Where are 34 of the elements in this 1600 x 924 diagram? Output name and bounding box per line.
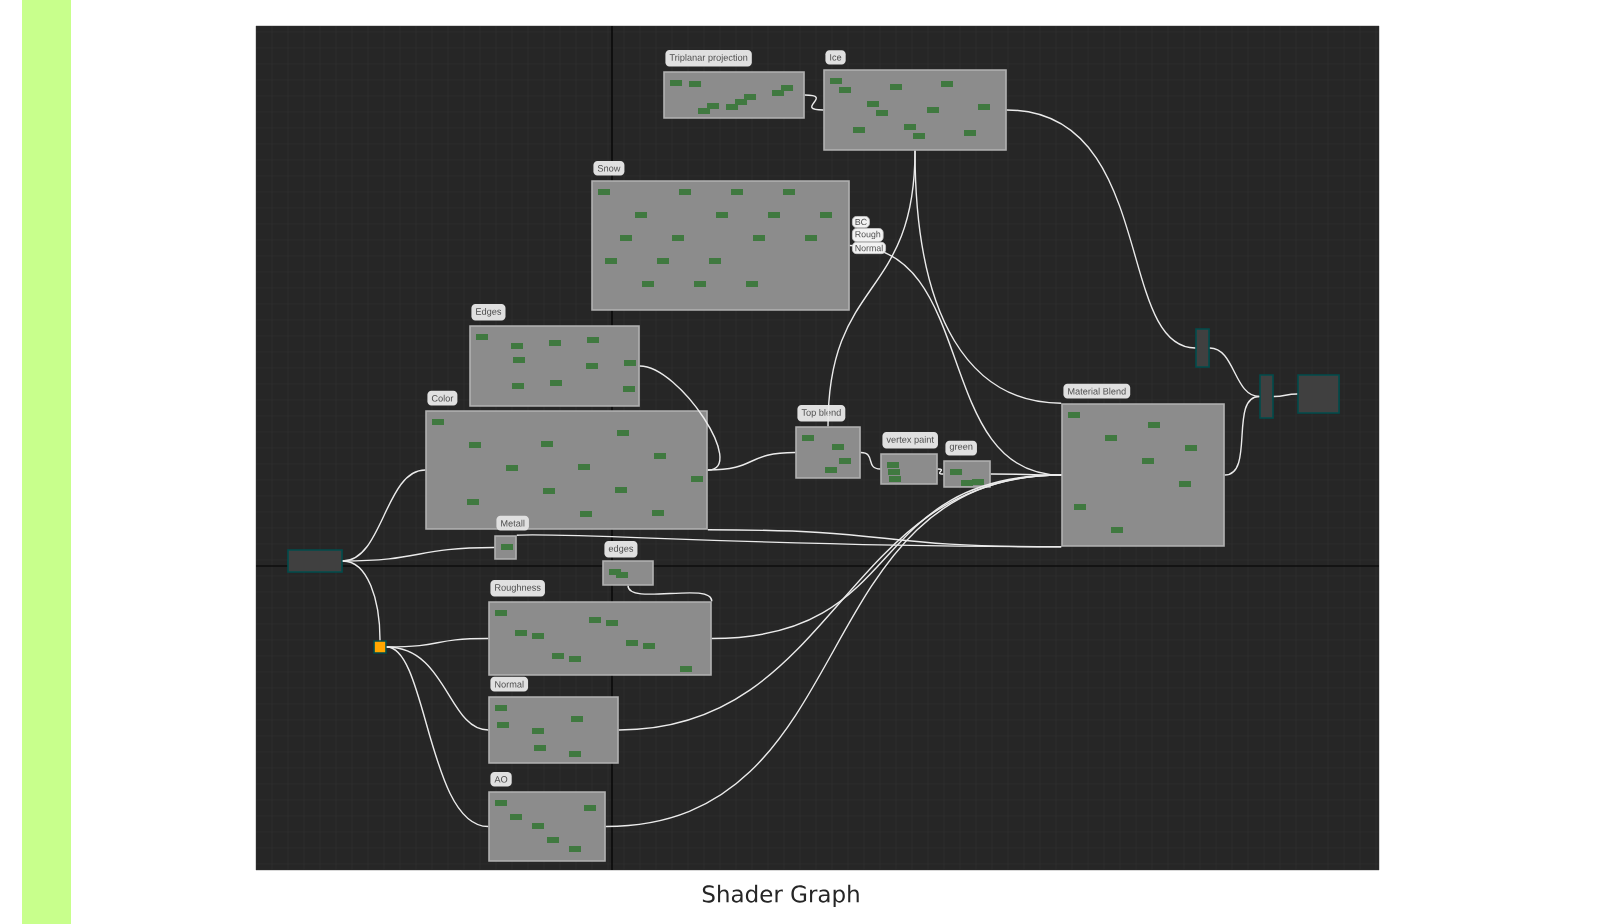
shader-node: [287, 549, 343, 573]
wire: [804, 94, 824, 111]
port-label: BC: [852, 216, 870, 228]
comment-bubble: Triplanar projection: [665, 50, 752, 67]
port-label: Rough: [852, 228, 884, 242]
wire: [1224, 395, 1260, 476]
comment-bubble: Roughness: [490, 580, 545, 597]
wire: [386, 646, 489, 731]
shader-node: [1195, 328, 1210, 368]
comment-bubble: vertex paint: [882, 432, 938, 449]
port-label: Normal: [852, 241, 886, 255]
wire: [1273, 393, 1298, 398]
wire: [516, 534, 1062, 548]
wire: [1006, 109, 1196, 349]
comment-bubble: Edges: [471, 304, 506, 321]
wire: [342, 546, 495, 562]
comment-bubble: AO: [490, 772, 512, 787]
wire: [827, 150, 916, 427]
wire: [707, 451, 796, 471]
shader-node: [373, 640, 387, 654]
wire: [937, 468, 944, 475]
comment-bubble: edges: [604, 541, 638, 558]
shader-node: [1297, 374, 1340, 414]
shader-node: [1259, 374, 1274, 419]
wire: [860, 451, 881, 470]
wire: [1209, 347, 1260, 398]
comment-bubble: Top blend: [797, 405, 846, 422]
wire: [386, 646, 489, 828]
wire: [990, 473, 1062, 476]
wire: [627, 585, 713, 602]
caption: Shader Graph: [702, 884, 859, 908]
comment-bubble: Snow: [593, 161, 625, 176]
comment-bubble: Ice: [825, 50, 846, 65]
wire: [639, 365, 721, 471]
